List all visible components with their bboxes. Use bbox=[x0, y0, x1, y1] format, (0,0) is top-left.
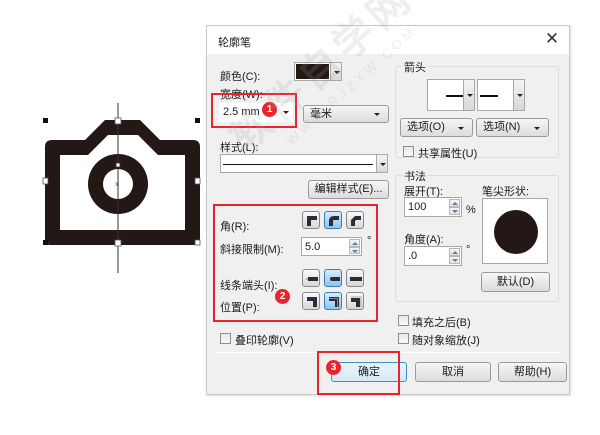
miter-limit-stepper[interactable]: 5.0 bbox=[301, 237, 362, 256]
chevron-down-icon[interactable] bbox=[330, 63, 341, 80]
behind-fill-checkbox[interactable] bbox=[398, 315, 409, 326]
outside-position-button[interactable] bbox=[302, 292, 320, 310]
camera-outline-icon[interactable]: × bbox=[30, 95, 205, 275]
stretch-stepper[interactable]: 100 bbox=[404, 197, 462, 217]
start-arrow-dropdown[interactable] bbox=[427, 79, 475, 111]
increment-icon[interactable] bbox=[449, 248, 460, 256]
width-value: 2.5 mm bbox=[223, 106, 260, 118]
chevron-down-icon bbox=[534, 126, 540, 130]
ok-button[interactable]: 确定 bbox=[331, 362, 407, 382]
chevron-down-icon[interactable] bbox=[283, 111, 289, 114]
nib-circle-icon bbox=[494, 210, 538, 254]
angle-label: 角度(A): bbox=[404, 234, 444, 246]
dialog-titlebar[interactable]: 轮廓笔 ✕ bbox=[207, 26, 569, 54]
round-cap-button[interactable] bbox=[324, 269, 342, 287]
divider bbox=[217, 352, 559, 353]
overprint-checkbox[interactable] bbox=[220, 333, 231, 344]
drawing-canvas[interactable]: × bbox=[0, 0, 205, 435]
step-badge-2: 2 bbox=[275, 289, 290, 304]
share-attributes-checkbox[interactable] bbox=[403, 146, 414, 157]
chevron-down-icon[interactable] bbox=[463, 80, 474, 110]
outside-position-icon bbox=[307, 297, 317, 307]
corners-label: 角(R): bbox=[220, 221, 250, 233]
arrows-group: 箭头 选项(O) 选项(N) 共享属性(U) bbox=[395, 59, 559, 160]
end-arrow-dropdown[interactable] bbox=[477, 79, 525, 111]
decrement-icon[interactable] bbox=[449, 256, 460, 264]
color-picker[interactable] bbox=[294, 62, 342, 81]
bevel-corner-button[interactable] bbox=[346, 211, 364, 229]
calligraphy-group: 书法 展开(T): 100 % 角度(A): .0 ° 笔尖形状: 默认(D) bbox=[395, 168, 559, 302]
centered-position-button[interactable] bbox=[324, 292, 342, 310]
color-swatch bbox=[296, 64, 329, 79]
angle-value: .0 bbox=[408, 250, 418, 262]
degree-unit: ° bbox=[466, 244, 471, 256]
round-cap-icon bbox=[330, 277, 340, 281]
square-cap-button[interactable] bbox=[302, 269, 320, 287]
chevron-down-icon[interactable] bbox=[376, 155, 387, 172]
stretch-label: 展开(T): bbox=[404, 186, 444, 198]
cancel-button[interactable]: 取消 bbox=[415, 362, 491, 382]
svg-text:×: × bbox=[115, 180, 120, 189]
line-preview bbox=[480, 95, 498, 97]
behind-fill-label: 填充之后(B) bbox=[412, 317, 471, 329]
dialog-title: 轮廓笔 bbox=[218, 37, 251, 49]
extended-cap-icon bbox=[350, 277, 362, 281]
bevel-corner-icon bbox=[351, 216, 361, 226]
percent-unit: % bbox=[466, 204, 476, 216]
round-corner-button[interactable] bbox=[324, 211, 342, 229]
line-style-dropdown[interactable] bbox=[220, 154, 388, 173]
arrows-group-title: 箭头 bbox=[402, 59, 428, 75]
nib-shape-preview[interactable] bbox=[482, 198, 548, 264]
default-button[interactable]: 默认(D) bbox=[481, 272, 550, 292]
help-button[interactable]: 帮助(H) bbox=[498, 362, 567, 382]
step-badge-3: 3 bbox=[326, 360, 341, 375]
decrement-icon[interactable] bbox=[349, 246, 360, 254]
width-combobox[interactable]: 2.5 mm bbox=[219, 103, 293, 122]
inside-position-button[interactable] bbox=[346, 292, 364, 310]
unit-dropdown[interactable]: 毫米 bbox=[303, 105, 389, 123]
stretch-value: 100 bbox=[408, 201, 427, 213]
unit-value: 毫米 bbox=[310, 108, 332, 120]
angle-stepper[interactable]: .0 bbox=[404, 246, 462, 266]
inside-position-icon bbox=[351, 296, 362, 307]
calligraphy-group-title: 书法 bbox=[402, 168, 428, 184]
share-attributes-label: 共享属性(U) bbox=[418, 148, 478, 160]
round-corner-icon bbox=[329, 216, 339, 226]
increment-icon[interactable] bbox=[449, 199, 460, 207]
square-cap-icon bbox=[306, 277, 318, 281]
chevron-down-icon[interactable] bbox=[513, 80, 524, 110]
color-label: 颜色(C): bbox=[220, 71, 261, 83]
degree-unit: ° bbox=[367, 235, 372, 247]
outline-pen-dialog: 轮廓笔 ✕ 颜色(C): 宽度(W): 2.5 mm 毫米 样式(L): 编辑样… bbox=[206, 25, 570, 395]
end-arrow-options-label: 选项(N) bbox=[483, 121, 521, 133]
start-arrow-options-button[interactable]: 选项(O) bbox=[400, 118, 473, 137]
extended-cap-button[interactable] bbox=[346, 269, 364, 287]
close-icon[interactable]: ✕ bbox=[544, 29, 560, 48]
end-arrow-options-button[interactable]: 选项(N) bbox=[476, 118, 549, 137]
style-label: 样式(L): bbox=[220, 142, 259, 154]
increment-icon[interactable] bbox=[349, 239, 360, 247]
line-preview bbox=[446, 95, 464, 97]
overprint-label: 叠印轮廓(V) bbox=[235, 335, 294, 347]
scale-with-object-checkbox[interactable] bbox=[398, 333, 409, 344]
miter-corner-button[interactable] bbox=[302, 211, 320, 229]
position-label: 位置(P): bbox=[220, 302, 260, 314]
nib-shape-label: 笔尖形状: bbox=[482, 186, 530, 198]
miter-corner-icon bbox=[307, 216, 317, 226]
decrement-icon[interactable] bbox=[449, 207, 460, 215]
centered-position-icon bbox=[329, 297, 339, 307]
edit-style-button[interactable]: 编辑样式(E)... bbox=[308, 180, 389, 199]
start-arrow-options-label: 选项(O) bbox=[407, 121, 445, 133]
chevron-down-icon bbox=[374, 113, 380, 116]
width-label: 宽度(W): bbox=[220, 89, 263, 101]
line-caps-label: 线条端头(I): bbox=[220, 280, 278, 292]
miter-limit-value: 5.0 bbox=[305, 241, 321, 253]
scale-with-object-label: 随对象缩放(J) bbox=[412, 335, 480, 347]
miter-limit-label: 斜接限制(M): bbox=[220, 244, 284, 256]
chevron-down-icon bbox=[458, 126, 464, 130]
step-badge-1: 1 bbox=[262, 102, 277, 117]
solid-line-preview bbox=[223, 164, 373, 165]
